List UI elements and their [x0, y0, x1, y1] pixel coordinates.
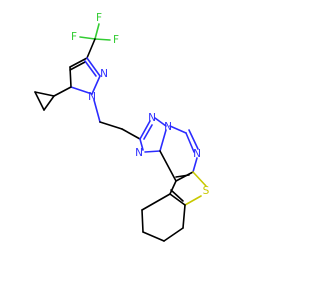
bond-tz-n2-c — [159, 129, 167, 152]
bond-c-f1 — [79, 36, 96, 40]
atom-label-s-thiophene: S — [203, 185, 210, 197]
triazole-ring — [139, 117, 167, 153]
bond-pz-c3-c4-double — [69, 61, 86, 71]
atom-label-n-pyrazole-1: N — [88, 91, 96, 103]
bond-ch-3 — [142, 231, 165, 242]
bond-pm-c-ctz — [159, 150, 177, 182]
atom-labels: F F F N N N N N N S — [71, 12, 210, 197]
bond-ch-5 — [141, 193, 171, 211]
trifluoromethyl-group — [79, 23, 111, 59]
bond-pz-n2-c3-double — [84, 60, 97, 77]
bond-c5-cyclopropyl — [53, 86, 72, 97]
atom-label-n-triazole-1: N — [148, 112, 156, 124]
bond-cp-b — [34, 91, 45, 111]
atom-label-n-triazole-2: N — [164, 121, 172, 133]
bond-cp-a — [34, 91, 55, 97]
atom-label-f3: F — [113, 34, 119, 46]
bond-cp-c — [43, 95, 55, 111]
molecule-structure-diagram: F F F N N N N N N S — [34, 12, 210, 242]
bond-pm-ch-n-double — [188, 129, 199, 150]
cyclopropyl-group — [34, 86, 72, 111]
atom-label-n-pyrazole-2: N — [100, 68, 108, 80]
bond-pm-n-c — [192, 157, 198, 173]
bond-pz-c5-n1 — [70, 86, 93, 95]
bond-tz-c-n3 — [144, 150, 161, 153]
bond-ch-4 — [141, 209, 144, 233]
atom-label-f1: F — [71, 31, 77, 43]
bond-pm-n-ch — [169, 125, 187, 134]
bond-pz-n1-n2 — [91, 75, 101, 95]
methylene-linker — [93, 99, 141, 140]
bond-th-c-s — [192, 171, 207, 187]
bond-th-s-c — [184, 195, 202, 206]
bond-ch-1 — [182, 204, 186, 229]
bond-th-c-c — [169, 193, 186, 206]
bond-th-c-c2 — [169, 180, 177, 195]
cyclohexene-ring — [141, 193, 186, 242]
atom-label-n-pyrimidine: N — [193, 148, 201, 160]
bond-pz-c4-c5 — [69, 66, 72, 88]
bond-c-f3 — [94, 38, 111, 41]
bond-c-f2 — [94, 23, 100, 40]
bond-tz-n3-c2 — [139, 138, 144, 151]
pyrimidine-ring — [159, 125, 199, 182]
bond-pm-c-c-double — [175, 174, 190, 178]
bond-ch2-triazole-join — [121, 128, 141, 140]
atom-label-n-triazole-3: N — [135, 147, 143, 159]
thiophene-ring — [169, 171, 207, 206]
bond-tz-c2-n1-double — [143, 124, 153, 140]
bond-tz-n1-n2 — [154, 117, 167, 127]
bond-pz-c3-c4 — [69, 57, 88, 68]
bond-tz-c2-n1 — [139, 120, 151, 140]
bond-ch2-triazole — [99, 121, 123, 130]
bond-n1-ch2 — [93, 99, 101, 123]
atom-label-f2: F — [96, 12, 102, 24]
pyrazole-ring — [69, 57, 101, 95]
bond-pz-n2-c3 — [86, 57, 101, 77]
bond-pm-ch-n — [185, 132, 195, 153]
bond-cf3-ring — [86, 38, 96, 59]
bond-th-c-c-double — [170, 189, 184, 202]
bond-ch-2 — [163, 227, 184, 242]
